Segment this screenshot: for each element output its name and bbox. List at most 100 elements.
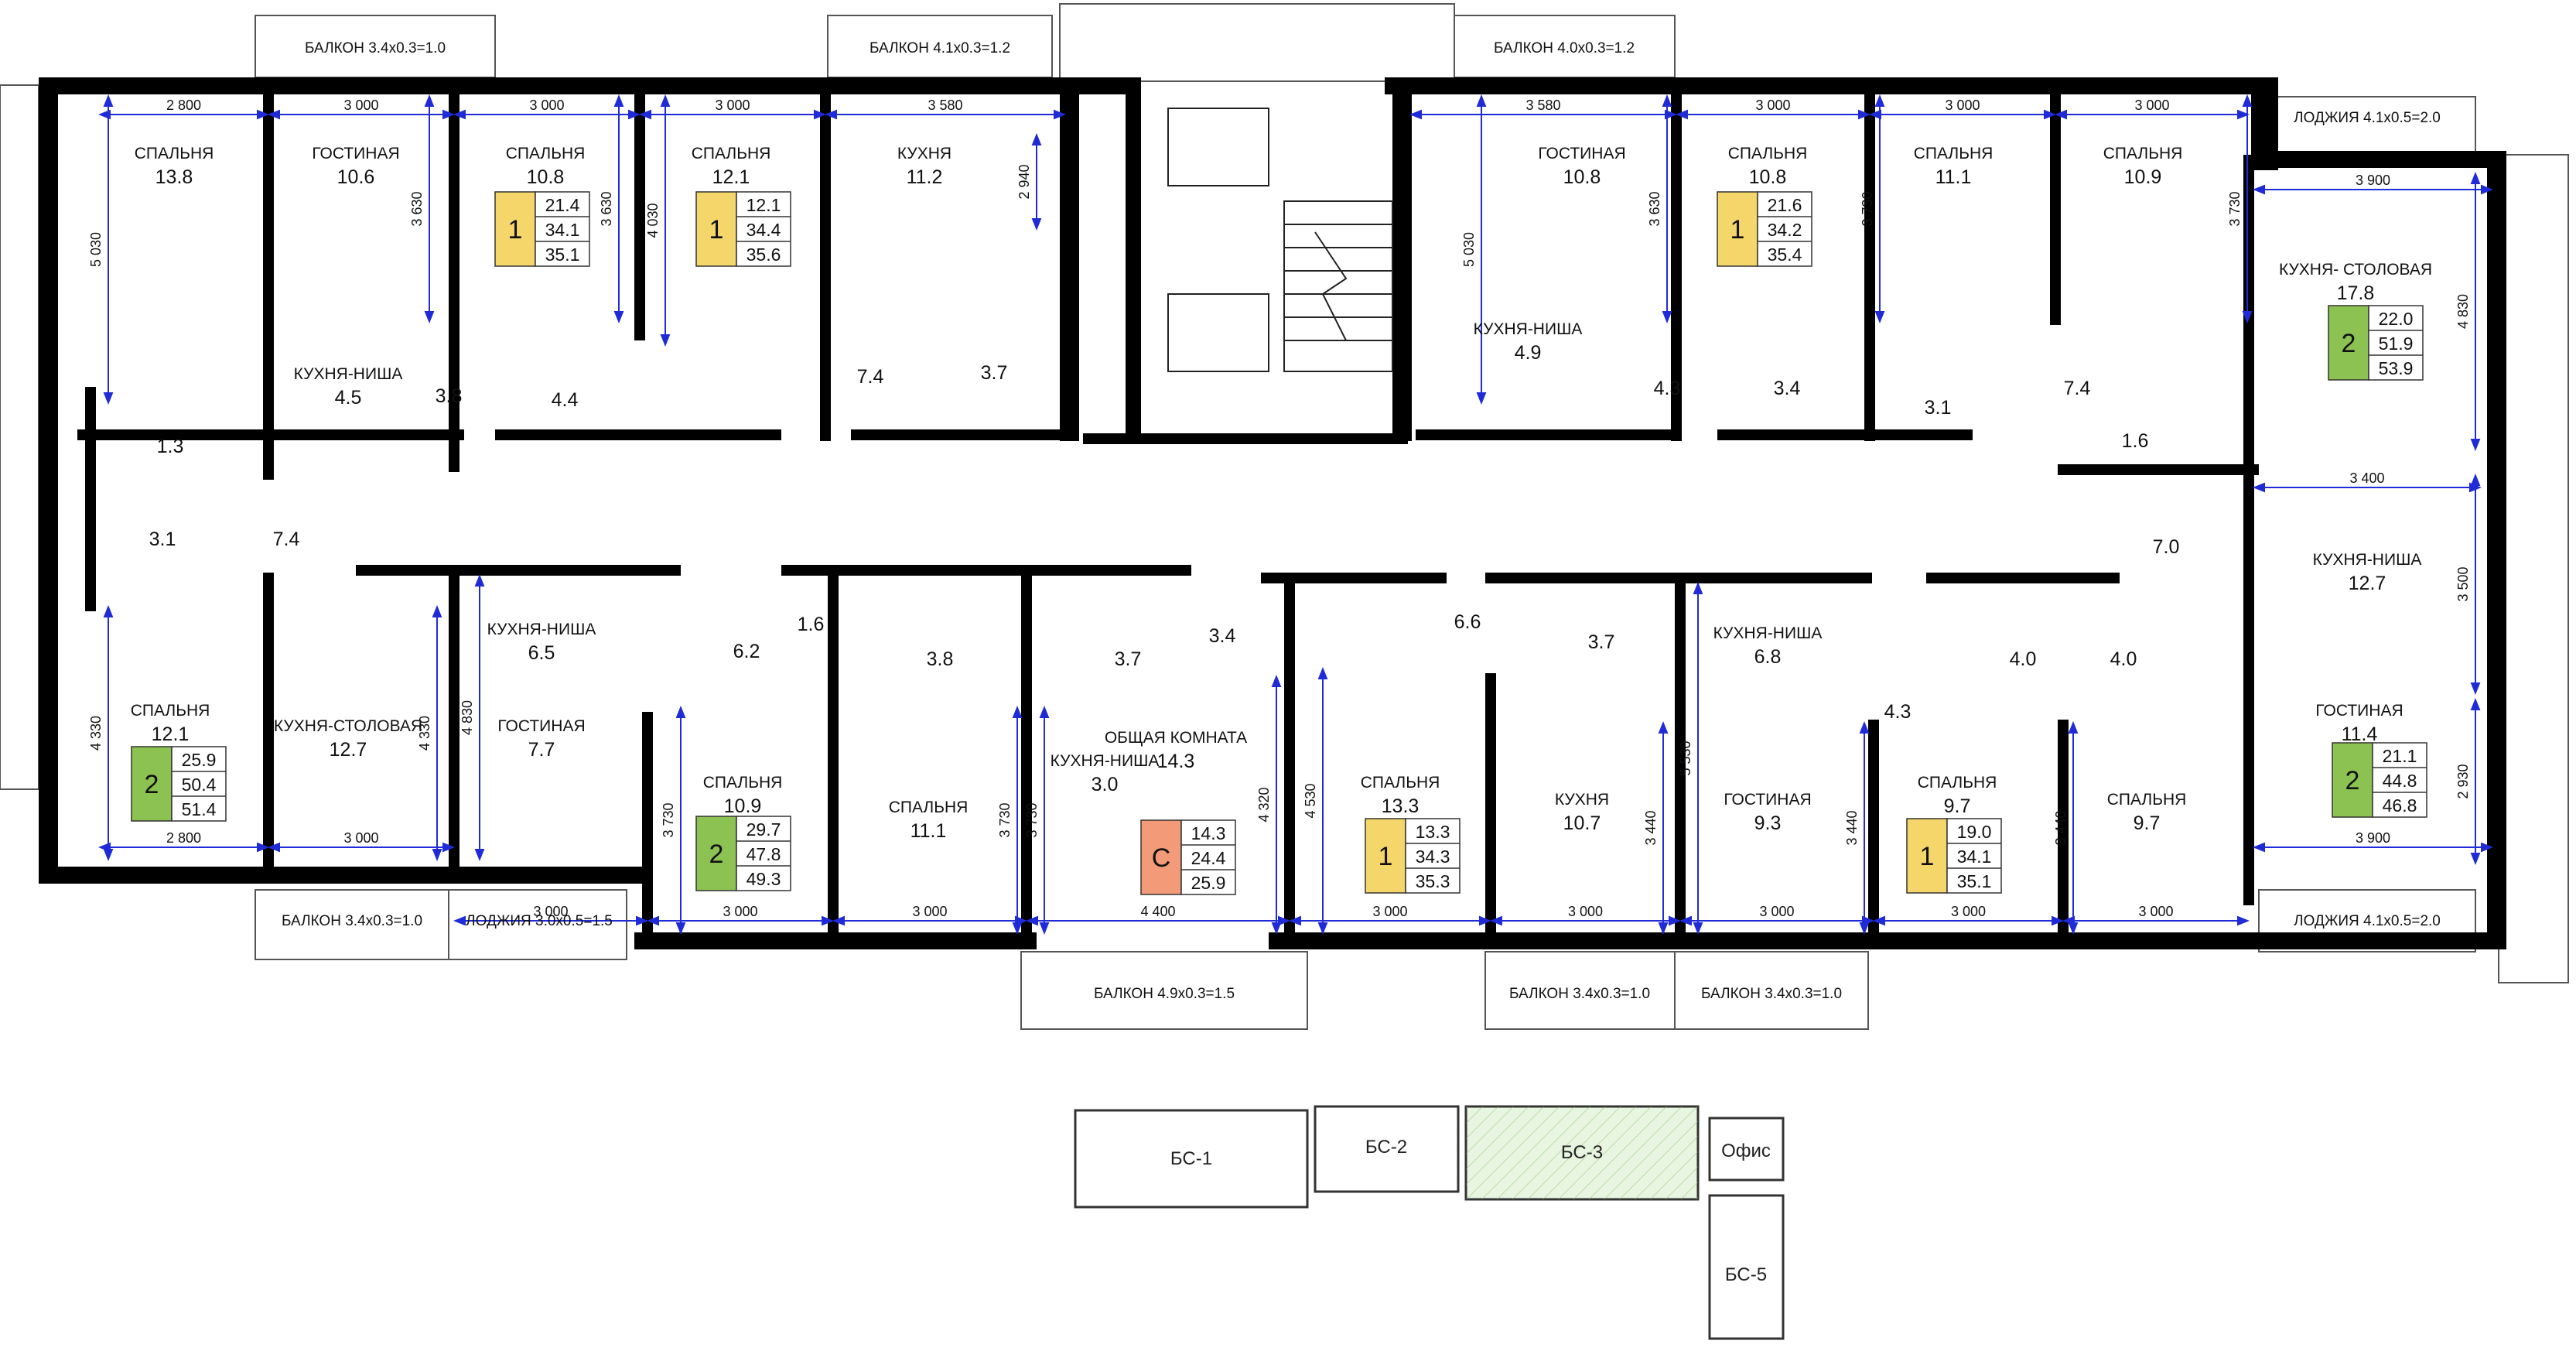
dimension-label: 3 900 (2356, 830, 2390, 846)
area-box (2368, 305, 2424, 381)
apartment-tag: 113.334.335.3 (1365, 818, 1461, 894)
area-box (1946, 818, 2002, 894)
dimension-label: 3 000 (1568, 904, 1603, 919)
balcony-label: БАЛКОН 3.4x0.3=1.0 (305, 40, 446, 56)
room-count: 1 (1379, 842, 1393, 871)
apartment-tag: 229.747.849.3 (695, 816, 791, 891)
area-box (736, 191, 791, 267)
room-area: 10.8 (527, 166, 565, 188)
walls (39, 77, 2506, 949)
dimension-label: 3 500 (2455, 566, 2471, 601)
space-area: 1.6 (798, 614, 825, 635)
room-count-badge (1140, 819, 1182, 895)
room-count: 2 (2342, 329, 2356, 358)
balcony-label: БАЛКОН 4.1x0.3=1.2 (869, 40, 1010, 56)
area-value: 44.8 (2383, 771, 2417, 791)
space-area: 4.4 (552, 389, 579, 411)
room-area: 9.7 (1944, 795, 1971, 817)
room-count: 2 (709, 840, 724, 869)
space-area: 3.7 (1588, 631, 1615, 653)
apartment-tag: 221.144.846.8 (2332, 742, 2427, 818)
balcony-label: БАЛКОН 4.0x0.3=1.2 (1494, 40, 1635, 56)
area-value: 14.3 (1191, 823, 1226, 843)
area-value: 25.9 (1191, 873, 1226, 893)
keyplan-bs1-box (1074, 1109, 1309, 1209)
room-area: 6.8 (1754, 646, 1782, 668)
space-area: 3.7 (1115, 648, 1142, 670)
room-count-badge (1717, 191, 1758, 267)
room-name: КУХНЯ- СТОЛОВАЯ (2279, 261, 2432, 279)
balcony-label: ЛОДЖИЯ 4.1x0.5=2.0 (2294, 913, 2441, 929)
balcony-label: ЛОДЖИЯ 3.0x0.5=1.5 (466, 913, 613, 929)
room-area: 12.7 (330, 739, 367, 761)
dimension-label: 3 580 (928, 97, 962, 113)
room-area: 10.6 (337, 166, 375, 188)
room-name: СПАЛЬНЯ (1914, 145, 1993, 162)
room-area: 17.8 (2337, 282, 2375, 304)
dimension-label: 3 730 (1860, 191, 1875, 226)
room-name: ГОСТИНАЯ (497, 717, 585, 735)
space-area: 1.3 (157, 436, 184, 457)
room-area: 6.5 (528, 642, 555, 664)
room-name: ГОСТИНАЯ (2315, 702, 2403, 720)
dimension-label: 3 440 (2053, 810, 2069, 845)
area-box (736, 816, 791, 891)
area-value: 34.2 (1768, 220, 1802, 240)
room-name: КУХНЯ-НИША (487, 621, 596, 638)
room-area: 3.0 (1092, 774, 1119, 795)
dimension-label: 4 330 (88, 716, 104, 751)
apartment-tag: 225.950.451.4 (131, 746, 227, 822)
dimension-label: 3 730 (1024, 802, 1040, 837)
room-name: ГОСТИНАЯ (1724, 791, 1811, 809)
area-value: 34.1 (1957, 847, 1992, 867)
dimension-label: 3 000 (723, 904, 757, 919)
area-box (171, 746, 227, 822)
area-value: 35.3 (1416, 871, 1450, 891)
apartment-tag: 222.051.953.9 (2328, 305, 2424, 381)
room-name: КУХНЯ-СТОЛОВАЯ (274, 717, 422, 735)
apartment-tag: 121.434.135.1 (494, 191, 590, 267)
room-name: КУХНЯ (897, 145, 951, 162)
room-area: 11.1 (1935, 166, 1972, 188)
area-box (2372, 742, 2427, 818)
space-area: 7.0 (2153, 536, 2180, 558)
dimension-label: 3 000 (912, 904, 947, 919)
area-value: 19.0 (1957, 822, 1992, 842)
room-name: КУХНЯ (1555, 791, 1609, 809)
room-name: СПАЛЬНЯ (1918, 774, 1997, 792)
space-area: 3.4 (1774, 378, 1801, 399)
area-value: 29.7 (746, 819, 781, 840)
space-area: 6.2 (733, 641, 760, 662)
room-name: СПАЛЬНЯ (2103, 145, 2183, 162)
room-name: ОБЩАЯ КОМНАТА (1105, 729, 1247, 747)
dimension-label: 3 580 (1525, 97, 1560, 113)
room-name: ГОСТИНАЯ (312, 145, 399, 162)
dimension-label: 3 000 (1951, 904, 1986, 919)
dimension-label: 3 000 (1945, 97, 1980, 113)
dimension-label: 3 000 (715, 97, 750, 113)
balcony-label: БАЛКОН 4.9x0.3=1.5 (1094, 986, 1235, 1002)
keyplan-bs5: БС-5 (1725, 1264, 1767, 1285)
apartment-tag: 119.034.135.1 (1906, 818, 2002, 894)
balcony-label: БАЛКОН 3.4x0.3=1.0 (1701, 986, 1842, 1002)
space-area: 4.0 (2010, 648, 2037, 670)
dimension-label: 3 730 (997, 802, 1013, 837)
room-count-badge (695, 816, 737, 891)
room-name: СПАЛЬНЯ (2107, 791, 2187, 809)
dimension-label: 3 440 (1643, 810, 1659, 845)
dimension-label: 2 930 (2455, 764, 2471, 799)
keyplan-bs1: БС-1 (1170, 1148, 1212, 1169)
dimension-label: 5 030 (1461, 232, 1477, 267)
apartment-tag: С14.324.425.9 (1140, 819, 1236, 895)
side-strip (2498, 154, 2569, 983)
dimension-label: 4 530 (1303, 783, 1318, 818)
dimension-label: 3 630 (599, 191, 614, 226)
room-name: СПАЛЬНЯ (692, 145, 771, 162)
dimension-label: 3 730 (661, 802, 676, 837)
room-count-badge (1365, 818, 1406, 894)
room-area: 9.7 (2134, 812, 2161, 834)
dimension-label: 3 000 (533, 904, 568, 919)
room-area: 13.3 (1382, 795, 1420, 817)
space-area: 6.6 (1454, 611, 1481, 633)
